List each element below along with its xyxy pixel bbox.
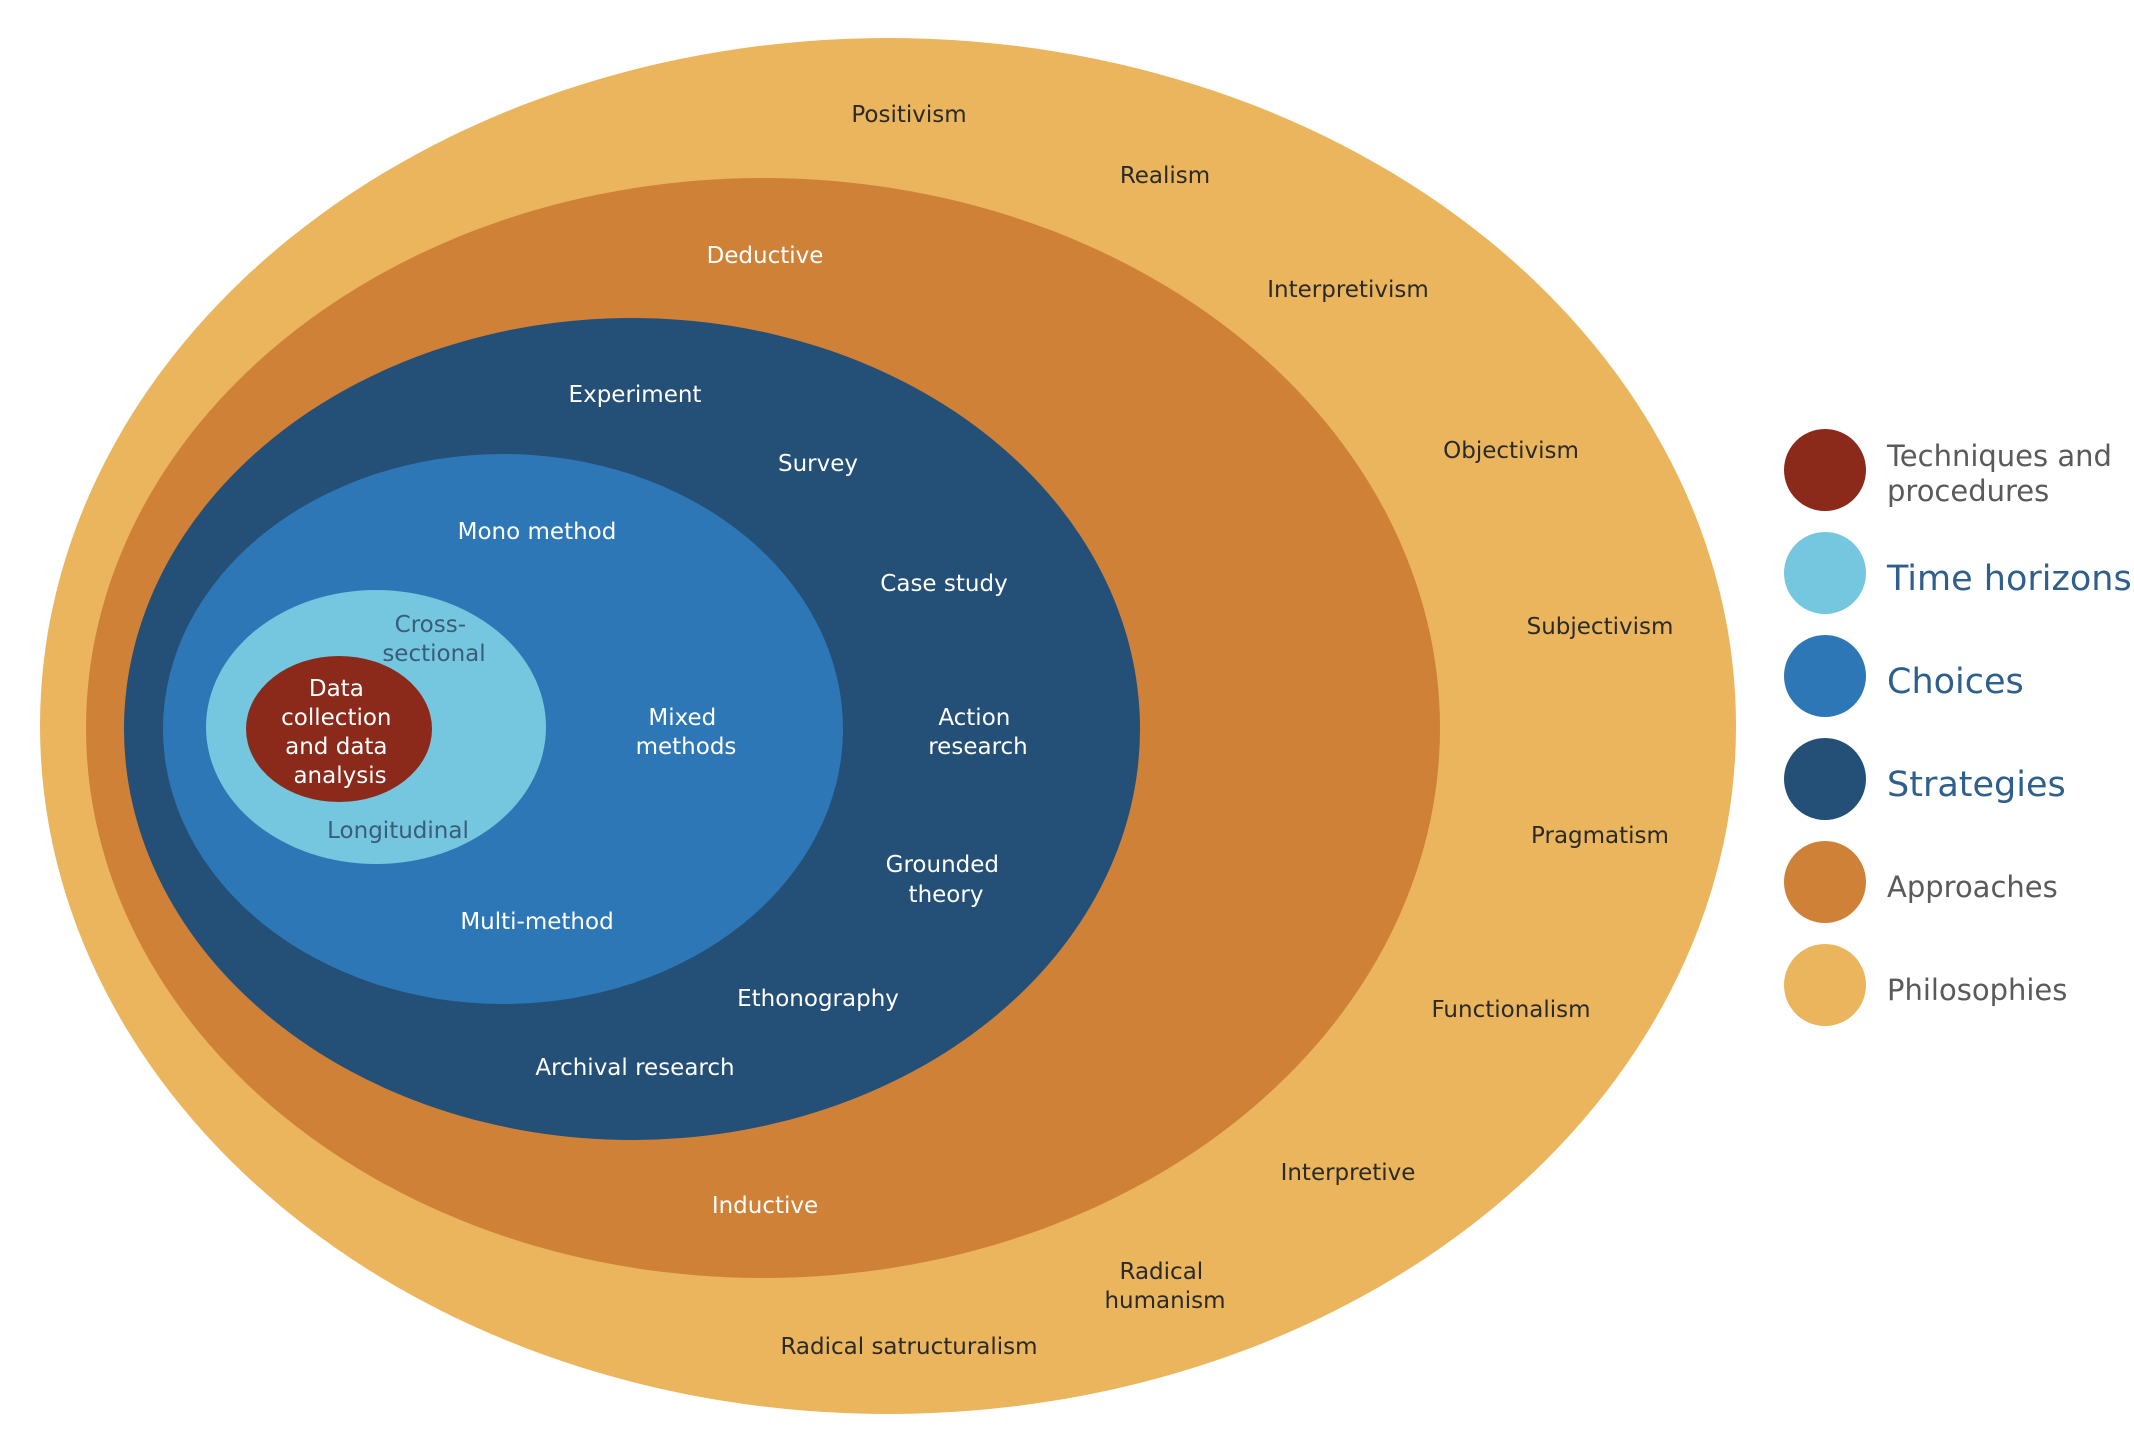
label-radical-humanism-line2: humanism xyxy=(1104,1288,1225,1314)
legend-item-techniques: Techniques and procedures xyxy=(1784,429,2121,511)
label-action-research-line2: research xyxy=(928,734,1028,760)
label-cross-sectional: Cross- sectional xyxy=(382,612,485,667)
label-core-line2: collection xyxy=(281,705,391,731)
legend-swatch-time-horizons xyxy=(1784,532,1866,614)
label-survey: Survey xyxy=(778,451,858,477)
label-cross-sectional-line1: Cross- xyxy=(395,612,466,638)
label-inductive: Inductive xyxy=(712,1193,818,1219)
label-experiment: Experiment xyxy=(569,382,702,408)
techniques-layer xyxy=(246,656,432,802)
label-core: Data collection and data analysis xyxy=(281,676,399,789)
label-realism: Realism xyxy=(1120,163,1210,189)
legend-label-philosophies: Philosophies xyxy=(1887,973,2067,1007)
label-positivism: Positivism xyxy=(851,102,966,128)
label-grounded-theory: Grounded theory xyxy=(886,852,1007,908)
legend-item-strategies: Strategies xyxy=(1784,738,2066,820)
legend-label-techniques-line2: procedures xyxy=(1887,474,2049,508)
label-cross-sectional-line2: sectional xyxy=(382,641,485,667)
legend-label-techniques: Techniques and procedures xyxy=(1886,439,2121,508)
label-mixed-methods-line2: methods xyxy=(636,734,737,760)
label-longitudinal: Longitudinal xyxy=(327,818,469,844)
label-core-line3: and data xyxy=(285,734,387,760)
legend-item-philosophies: Philosophies xyxy=(1784,944,2067,1026)
legend-label-approaches: Approaches xyxy=(1887,870,2058,904)
label-core-line4: analysis xyxy=(293,763,386,789)
label-grounded-theory-line1: Grounded xyxy=(886,852,999,878)
label-action-research-line1: Action xyxy=(938,705,1010,731)
legend-swatch-philosophies xyxy=(1784,944,1866,1026)
label-deductive: Deductive xyxy=(707,243,824,269)
label-interpretivism: Interpretivism xyxy=(1267,277,1428,303)
label-action-research: Action research xyxy=(928,705,1028,760)
label-objectivism: Objectivism xyxy=(1443,438,1579,464)
label-case-study: Case study xyxy=(880,571,1007,597)
label-mixed-methods: Mixed methods xyxy=(636,705,737,760)
label-core-line1: Data xyxy=(309,676,364,702)
legend-label-strategies: Strategies xyxy=(1887,765,2066,805)
legend-swatch-techniques xyxy=(1784,429,1866,511)
legend-swatch-choices xyxy=(1784,635,1866,717)
legend-item-time-horizons: Time horizons xyxy=(1784,532,2132,614)
label-mixed-methods-line1: Mixed xyxy=(648,705,716,731)
legend-swatch-strategies xyxy=(1784,738,1866,820)
label-radical-humanism-line1: Radical xyxy=(1119,1259,1203,1285)
label-radical-structuralism: Radical satructuralism xyxy=(780,1334,1037,1360)
label-archival-research: Archival research xyxy=(535,1055,734,1081)
label-interpretive: Interpretive xyxy=(1281,1160,1416,1186)
label-pragmatism: Pragmatism xyxy=(1531,823,1669,849)
label-radical-humanism: Radical humanism xyxy=(1104,1259,1225,1314)
label-grounded-theory-line2: theory xyxy=(909,882,984,908)
legend: Techniques and procedures Time horizons … xyxy=(1784,429,2132,1026)
legend-item-approaches: Approaches xyxy=(1784,841,2058,923)
label-mono-method: Mono method xyxy=(458,519,617,545)
legend-item-choices: Choices xyxy=(1784,635,2024,717)
label-multi-method: Multi-method xyxy=(460,909,613,935)
label-subjectivism: Subjectivism xyxy=(1527,614,1674,640)
legend-swatch-approaches xyxy=(1784,841,1866,923)
legend-label-choices: Choices xyxy=(1887,662,2024,702)
legend-label-techniques-line1: Techniques and xyxy=(1886,439,2112,473)
label-functionalism: Functionalism xyxy=(1431,997,1590,1023)
legend-label-time-horizons: Time horizons xyxy=(1886,559,2132,599)
label-ethnography: Ethonography xyxy=(737,986,899,1012)
